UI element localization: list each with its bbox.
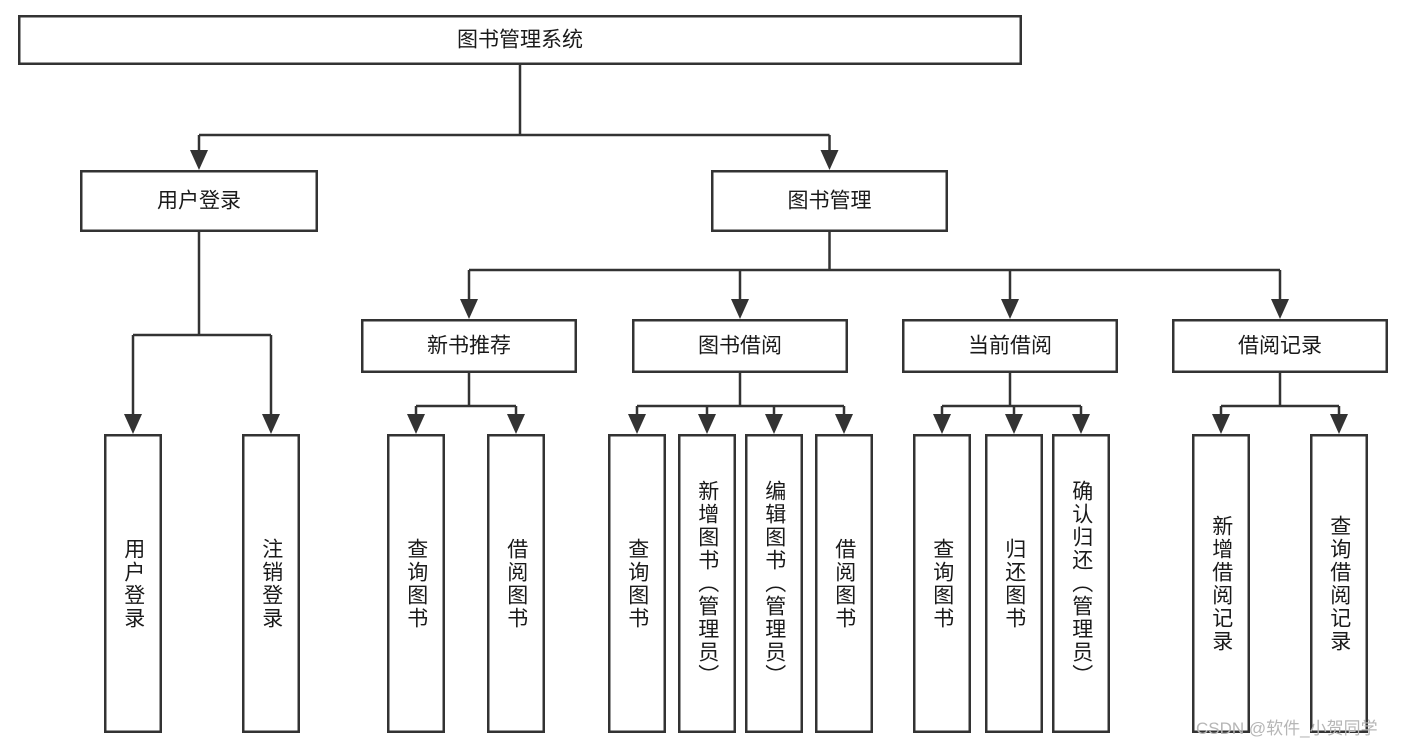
- arrow-head-userlogin-to-leaf-0: [124, 414, 142, 434]
- level3-node-0[interactable]: [361, 319, 577, 373]
- arrow-head-bookmgmt-to-level3-1: [731, 299, 749, 319]
- level2-node-label-0: 用户登录: [157, 190, 241, 213]
- leaf-node-12[interactable]: [1310, 434, 1368, 733]
- leaf-node-8[interactable]: [913, 434, 971, 733]
- node-box-layer: [18, 15, 1388, 733]
- connector-layer: [124, 65, 1348, 434]
- arrow-head-bookmgmt-to-level3-0: [460, 299, 478, 319]
- arrow-head-bookmgmt-to-level3-3: [1271, 299, 1289, 319]
- level2-node-1[interactable]: [711, 170, 948, 232]
- level3-node-2[interactable]: [902, 319, 1118, 373]
- level3-node-label-1: 图书借阅: [698, 335, 782, 358]
- arrow-head-current-to-leaf-1: [1005, 414, 1023, 434]
- level3-node-label-3: 借阅记录: [1238, 335, 1322, 358]
- root-node-label-0: 图书管理系统: [457, 29, 583, 52]
- root-node-0[interactable]: [18, 15, 1022, 65]
- level3-node-3[interactable]: [1172, 319, 1388, 373]
- arrow-head-borrow-to-leaf-0: [628, 414, 646, 434]
- leaf-node-3[interactable]: [487, 434, 545, 733]
- arrow-head-borrow-to-leaf-3: [835, 414, 853, 434]
- level2-node-label-1: 图书管理: [788, 190, 872, 213]
- arrow-head-records-to-leaf-1: [1330, 414, 1348, 434]
- arrow-head-root-to-level2-0: [190, 150, 208, 170]
- leaf-node-2[interactable]: [387, 434, 445, 733]
- leaf-node-4[interactable]: [608, 434, 666, 733]
- arrow-head-borrow-to-leaf-1: [698, 414, 716, 434]
- level3-node-label-0: 新书推荐: [427, 335, 511, 358]
- leaf-node-1[interactable]: [242, 434, 300, 733]
- level2-node-0[interactable]: [80, 170, 318, 232]
- leaf-node-9[interactable]: [985, 434, 1043, 733]
- level3-node-1[interactable]: [632, 319, 848, 373]
- arrow-head-newbook-to-leaf-1: [507, 414, 525, 434]
- leaf-node-5[interactable]: [678, 434, 736, 733]
- leaf-node-7[interactable]: [815, 434, 873, 733]
- level3-node-label-2: 当前借阅: [968, 335, 1052, 358]
- arrow-head-userlogin-to-leaf-1: [262, 414, 280, 434]
- arrow-head-bookmgmt-to-level3-2: [1001, 299, 1019, 319]
- arrow-head-records-to-leaf-0: [1212, 414, 1230, 434]
- arrow-head-current-to-leaf-2: [1072, 414, 1090, 434]
- leaf-node-10[interactable]: [1052, 434, 1110, 733]
- arrow-head-borrow-to-leaf-2: [765, 414, 783, 434]
- arrow-head-root-to-level2-1: [820, 150, 839, 170]
- arrow-head-newbook-to-leaf-0: [407, 414, 425, 434]
- leaf-node-6[interactable]: [745, 434, 803, 733]
- leaf-node-11[interactable]: [1192, 434, 1250, 733]
- csdn-watermark: CSDN @软件_小贺同学: [1196, 719, 1378, 738]
- leaf-node-0[interactable]: [104, 434, 162, 733]
- arrow-head-current-to-leaf-0: [933, 414, 951, 434]
